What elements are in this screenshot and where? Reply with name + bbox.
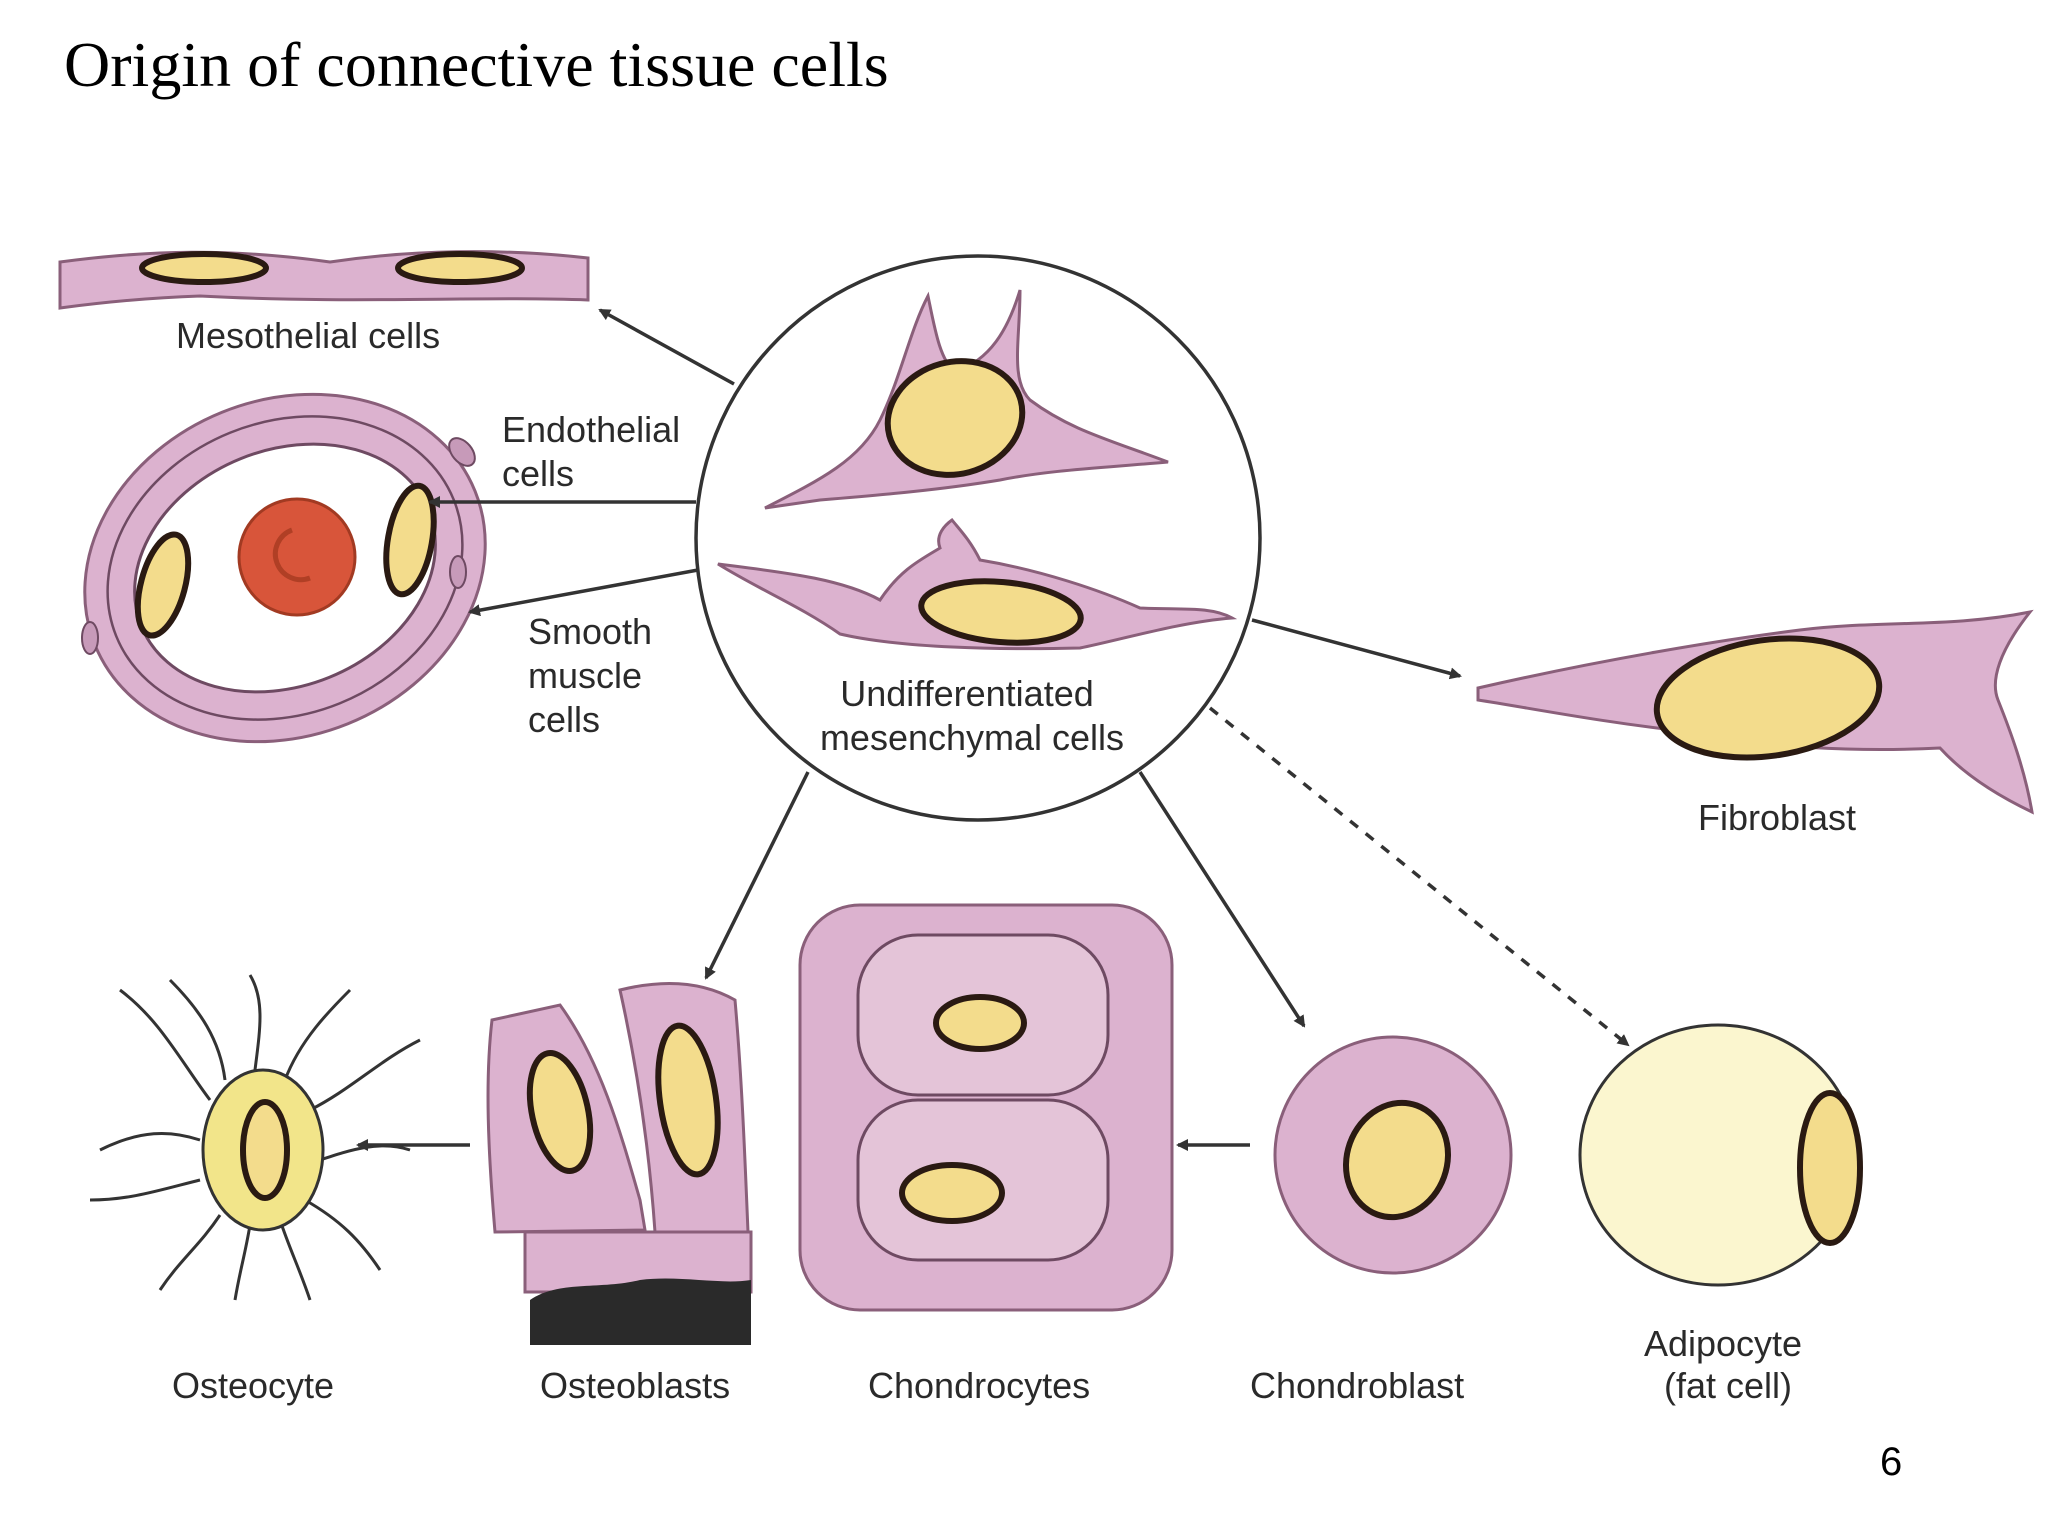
arrow-to-osteoblasts <box>704 771 810 980</box>
arrow-to-adipocyte <box>1208 706 1630 1047</box>
osteocyte: Osteocyte <box>89 974 421 1406</box>
label-chondroblast: Chondroblast <box>1250 1365 1464 1406</box>
endothelial-nucleus-right <box>383 482 437 598</box>
arrow-to-mesothelial <box>598 308 735 386</box>
arrows <box>356 308 1630 1151</box>
blood-vessel: Endothelial cells Smooth muscle cells <box>81 392 690 744</box>
osteoblast-nucleus-2 <box>655 1022 721 1178</box>
osteocyte-nucleus <box>240 1099 290 1201</box>
mesothelial-nucleus-2 <box>395 251 525 285</box>
endothelial-nucleus-left <box>134 531 192 639</box>
red-blood-cell <box>237 497 357 617</box>
fibroblast: Fibroblast <box>1476 609 2034 838</box>
osteoblast-nucleus-1 <box>526 1050 594 1174</box>
label-osteoblasts: Osteoblasts <box>540 1365 730 1406</box>
arrow-to-smooth-muscle <box>468 568 699 617</box>
chondroblast-nucleus <box>1342 1099 1452 1221</box>
mesenchymal-nucleus-2 <box>918 578 1084 646</box>
page-number: 6 <box>1880 1440 1903 1484</box>
label-mesenchymal: Undifferentiated mesenchymal cells <box>820 673 1124 758</box>
adipocyte-nucleus <box>1797 1090 1863 1246</box>
slide-title: Origin of connective tissue cells <box>64 29 889 100</box>
mesenchymal-cells-circle: Undifferentiated mesenchymal cells <box>694 254 1262 822</box>
arrow-to-chondroblast <box>1138 771 1306 1028</box>
arrow-to-fibroblast <box>1251 618 1462 680</box>
mesothelial-nucleus-1 <box>139 251 269 285</box>
label-osteocyte: Osteocyte <box>172 1365 334 1406</box>
chondroblast: Chondroblast <box>1250 1035 1513 1406</box>
label-endothelial: Endothelial cells <box>502 409 690 494</box>
label-fibroblast: Fibroblast <box>1698 797 1856 838</box>
chondrocyte-nucleus-1 <box>933 994 1027 1052</box>
label-adipocyte: Adipocyte (fat cell) <box>1644 1323 1812 1406</box>
chondrocyte-nucleus-2 <box>899 1162 1005 1224</box>
chondrocytes: Chondrocytes <box>798 903 1174 1406</box>
fibroblast-nucleus <box>1653 635 1883 761</box>
mesenchymal-nucleus-1 <box>884 358 1026 478</box>
label-mesothelial: Mesothelial cells <box>176 315 440 356</box>
adipocyte: Adipocyte (fat cell) <box>1578 1023 1863 1406</box>
label-chondrocytes: Chondrocytes <box>868 1365 1090 1406</box>
label-smooth-muscle: Smooth muscle cells <box>528 611 662 740</box>
osteoblasts: Osteoblasts <box>486 981 753 1406</box>
mesothelial-cells: Mesothelial cells <box>58 250 590 356</box>
